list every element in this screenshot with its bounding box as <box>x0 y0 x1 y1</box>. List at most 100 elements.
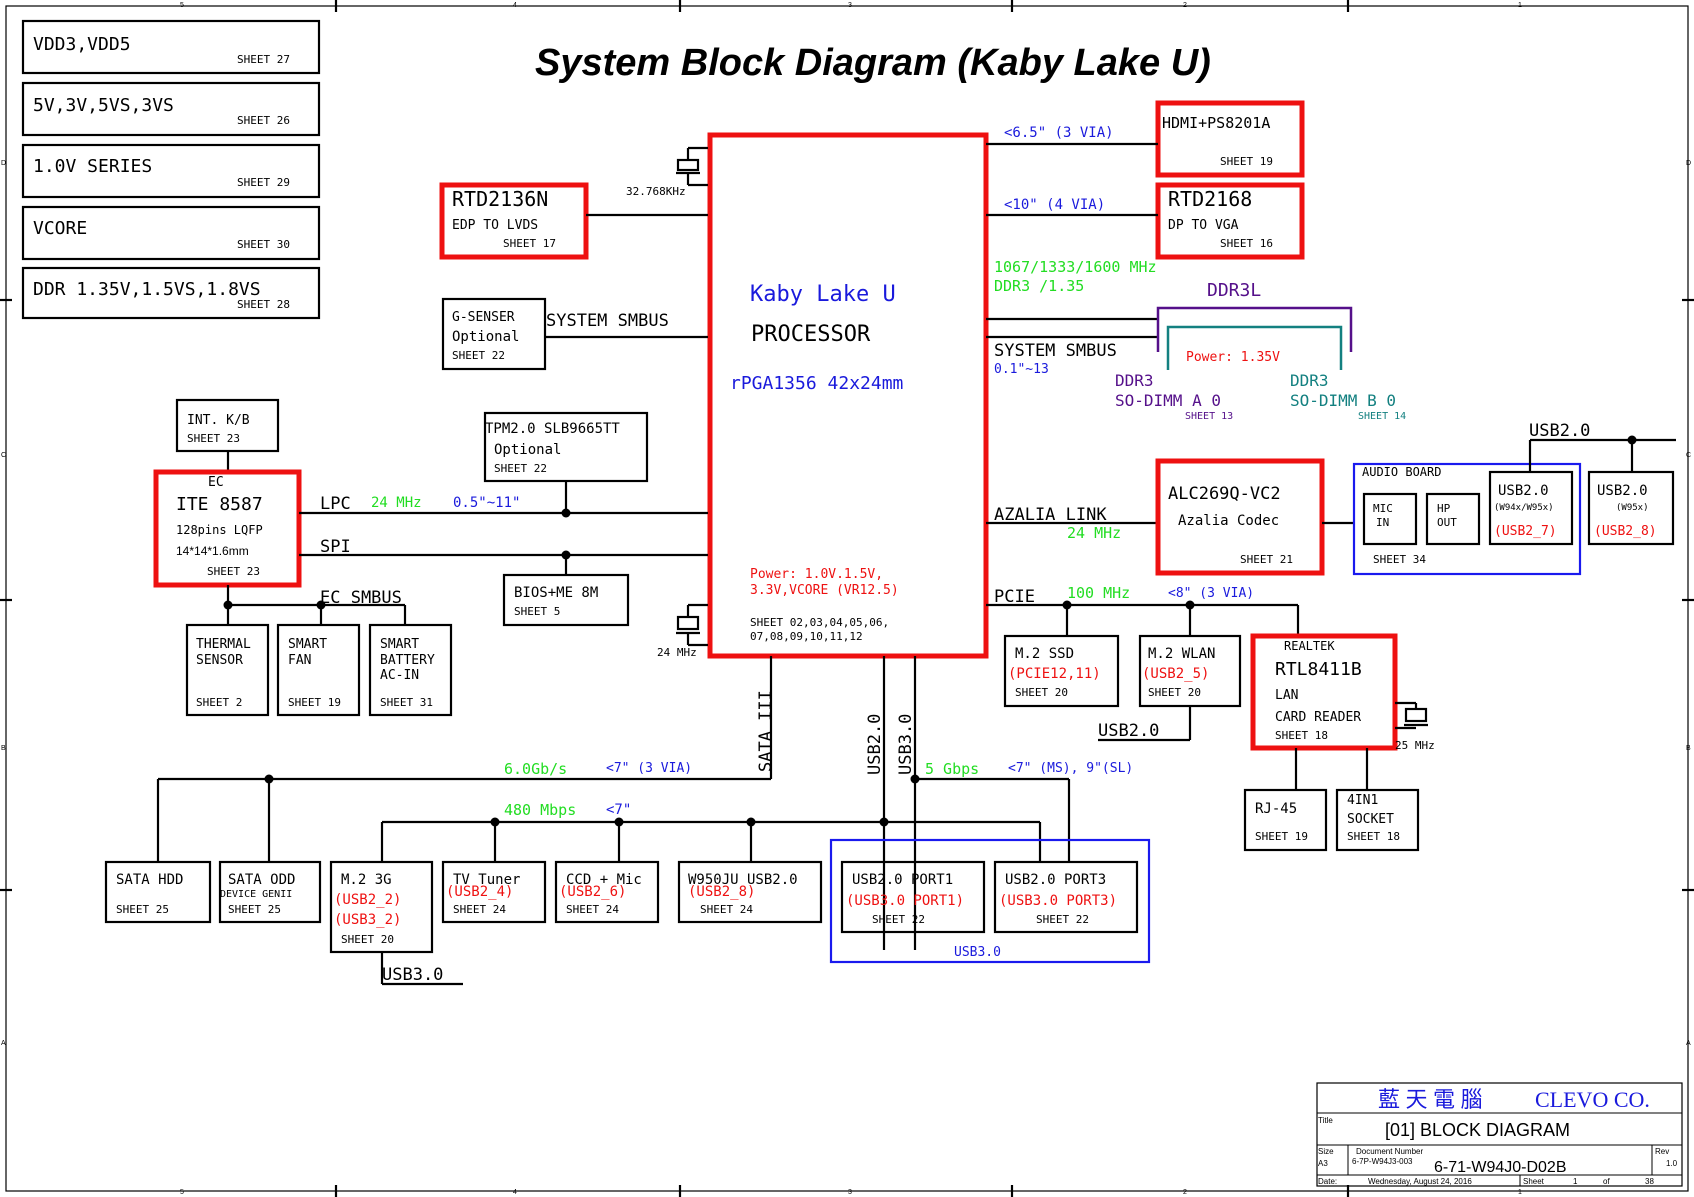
chip-sheet: SHEET 25 <box>228 903 281 916</box>
border-letter-left: C <box>1 452 6 459</box>
border-letter-right: A <box>1686 1040 1691 1047</box>
chip-port: (PCIE12,11) <box>1008 666 1101 682</box>
docnum-label: Document Number <box>1356 1147 1423 1156</box>
cpu-sheets: 07,08,09,10,11,12 <box>750 630 863 643</box>
dimm-b-name: SO-DIMM B 0 <box>1290 391 1396 410</box>
sheet-value: 1 <box>1573 1177 1578 1186</box>
chip-sheet: SHEET 24 <box>700 903 753 916</box>
chip-port: (USB3.0 PORT3) <box>999 893 1117 909</box>
jack-label: IN <box>1376 516 1389 529</box>
border-num-bottom: 3 <box>848 1189 852 1196</box>
cpu-power: Power: 1.0V.1.5V, <box>750 567 883 582</box>
power-sheet: SHEET 26 <box>237 114 290 127</box>
chip-model: (W94x/W95x) <box>1494 503 1554 513</box>
chip-sheet: SHEET 17 <box>503 237 556 250</box>
power-sheet: SHEET 28 <box>237 298 290 311</box>
chip-name: USB2.0 PORT3 <box>1005 872 1106 888</box>
chip-sheet: SHEET 19 <box>288 696 341 709</box>
border-num-bottom: 2 <box>1183 1189 1187 1196</box>
border-num-top: 1 <box>1518 2 1522 9</box>
gsensor-block: G-SENSER Optional SHEET 22 SYSTEM SMBUS <box>441 297 708 371</box>
chip-name: INT. K/B <box>187 413 250 428</box>
chip-sheet: SHEET 25 <box>116 903 169 916</box>
border-num-top: 3 <box>848 2 852 9</box>
group-title: USB3.0 <box>954 945 1001 960</box>
date-label: Date: <box>1318 1177 1337 1186</box>
border-num-bottom: 1 <box>1518 1189 1522 1196</box>
chip-sheet: SHEET 20 <box>1148 686 1201 699</box>
bus-label: SATA III <box>756 690 776 772</box>
power-name: 5V,3V,5VS,3VS <box>33 95 174 116</box>
title-block: 藍 天 電 腦 CLEVO CO. Title [01] BLOCK DIAGR… <box>1316 1082 1683 1187</box>
docnum-small: 6-7P-W94J3-003 <box>1352 1157 1413 1166</box>
dimm-a-name: SO-DIMM A 0 <box>1115 391 1221 410</box>
chip-name: RTL8411B <box>1275 659 1362 680</box>
chip-sheet: SHEET 18 <box>1275 729 1328 742</box>
chip-port: (USB2_6) <box>559 884 626 900</box>
cpu-block: Kaby Lake U PROCESSOR rPGA1356 42x24mm P… <box>626 132 989 659</box>
power-sheet: SHEET 29 <box>237 176 290 189</box>
chip-sheet: SHEET 24 <box>453 903 506 916</box>
power-name: DDR 1.35V,1.5VS,1.8VS <box>33 279 261 300</box>
ddr-power: Power: 1.35V <box>1186 350 1280 365</box>
wlan-block: M.2 WLAN (USB2_5) SHEET 20 USB2.0 <box>1098 634 1242 742</box>
lpc-spi-bus: LPC 24 MHz 0.5"~11" SPI <box>299 494 708 575</box>
chip-port: (USB3.0 PORT1) <box>846 893 964 909</box>
border-letter-right: B <box>1686 745 1691 752</box>
bus-label: USB2.0 <box>1529 421 1590 441</box>
page-title: System Block Diagram (Kaby Lake U) <box>535 42 1211 84</box>
chip-name: BIOS+ME 8M <box>514 585 598 601</box>
chip-name: RJ-45 <box>1255 801 1297 817</box>
border-num-top: 5 <box>180 2 184 9</box>
chip-name: BATTERY <box>380 653 435 668</box>
xtal-label: 25 MHz <box>1395 739 1435 752</box>
bus-label: PCIE <box>994 587 1035 607</box>
ec-block: EC ITE 8587 128pins LQFP 14*14*1.6mm SHE… <box>153 469 302 588</box>
hdmi-block: HDMI+PS8201A SHEET 19 <6.5" (3 VIA) <box>986 100 1305 178</box>
chip-sheet: SHEET 31 <box>380 696 433 709</box>
ec-sheet: SHEET 23 <box>207 565 260 578</box>
chip-sheet: SHEET 24 <box>566 903 619 916</box>
tv-block: TV Tuner (USB2_4) SHEET 24 <box>441 860 547 924</box>
bus-label: EC SMBUS <box>320 588 402 608</box>
chip-name: FAN <box>288 653 311 668</box>
chip-name: SATA HDD <box>116 872 183 888</box>
dimm-a-sheet: SHEET 13 <box>1185 411 1233 422</box>
chip-name: USB2.0 <box>1597 483 1648 499</box>
chip-model: (W95x) <box>1616 503 1649 513</box>
usb3-group: USB2.0 PORT1 (USB3.0 PORT1) SHEET 22 USB… <box>829 838 1151 964</box>
usb-bus: USB2.0 USB3.0 5 Gbps <7" (MS), 9"(SL) 48… <box>380 656 1133 950</box>
chip-desc: Azalia Codec <box>1178 513 1279 529</box>
chip-name: THERMAL <box>196 637 251 652</box>
ec-label: EC <box>208 475 224 490</box>
chip-desc: CARD READER <box>1275 710 1361 725</box>
chip-name: M.2 3G <box>341 872 392 888</box>
border-letter-right: C <box>1686 452 1691 459</box>
chip-sheet: SHEET 23 <box>187 432 240 445</box>
border-num-top: 4 <box>513 2 517 9</box>
chip-name: G-SENSER <box>452 310 515 325</box>
bus-freq: 24 MHz <box>1067 524 1121 542</box>
cpu-type: PROCESSOR <box>751 322 871 347</box>
chip-desc: LAN <box>1275 688 1298 703</box>
ddr-volt: DDR3 /1.35 <box>994 277 1084 295</box>
chip-sheet: SHEET 19 <box>1220 155 1273 168</box>
bus-len: <10" (4 VIA) <box>1004 197 1105 213</box>
tpm-block: TPM2.0 SLB9665TT Optional SHEET 22 <box>483 411 649 513</box>
chip-desc: DP TO VGA <box>1168 218 1239 233</box>
border-num-top: 2 <box>1183 2 1187 9</box>
chip-opt: Optional <box>452 329 519 345</box>
audio-board: AUDIO BOARD MIC IN HP OUT SHEET 34 USB2.… <box>1352 462 1582 576</box>
ccd-block: CCD + Mic (USB2_6) SHEET 24 <box>554 860 660 924</box>
bios-block: BIOS+ME 8M SHEET 5 <box>502 573 630 627</box>
chip-vendor: REALTEK <box>1284 639 1335 653</box>
company-name: CLEVO CO. <box>1535 1087 1650 1112</box>
ddr-freq: 1067/1333/1600 MHz <box>994 258 1157 276</box>
border-num-bottom: 4 <box>513 1189 517 1196</box>
sheet-label: Sheet <box>1523 1177 1545 1186</box>
ec-smbus: EC SMBUS THERMAL SENSOR SHEET 2 SMART FA… <box>185 585 453 717</box>
chip-opt: Optional <box>494 442 561 458</box>
company-cn: 藍 天 電 腦 <box>1378 1087 1483 1112</box>
socket-block: 4IN1 SOCKET SHEET 18 <box>1335 788 1420 852</box>
chip-port: (USB2_8) <box>1594 524 1657 539</box>
